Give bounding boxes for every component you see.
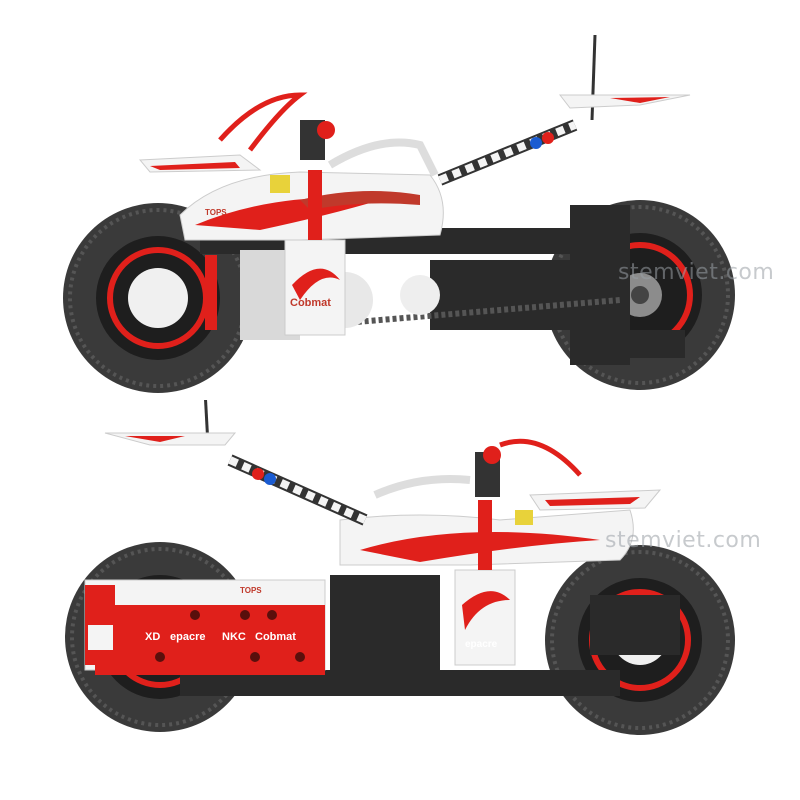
nkc-decal: NKC [222,631,246,643]
clear-windscreen [327,138,439,177]
motorcycle-right-side-view: Cobmat TOPS stemviet.com [63,34,775,393]
tail-section [138,154,262,173]
drive-chain [259,297,621,333]
motorcycle-left-side-view: XD epacre NKC Cobmat TOPS epacre st [0,400,800,800]
epacre-fairing-decal: epacre [465,639,498,650]
mirror-wing [558,94,691,109]
tops-decal: TOPS [205,208,227,217]
motorcycle-left-side-illustration: XD epacre NKC Cobmat TOPS epacre [65,400,735,735]
watermark: stemviet.com [605,528,762,553]
cobmat-decal: Cobmat [255,631,296,643]
clear-windscreen [373,475,471,499]
tops-decal: TOPS [240,586,262,595]
red-windscreen-frame [218,92,308,152]
red-windscreen-frame [499,438,582,477]
xd-decal: XD [145,631,160,643]
motorcycle-right-side-illustration: Cobmat TOPS [63,34,735,393]
red-battery-panel [95,605,325,675]
watermark: stemviet.com [618,260,775,285]
cobmat-decal: Cobmat [290,297,331,309]
epacre-decal: epacre [170,631,205,643]
